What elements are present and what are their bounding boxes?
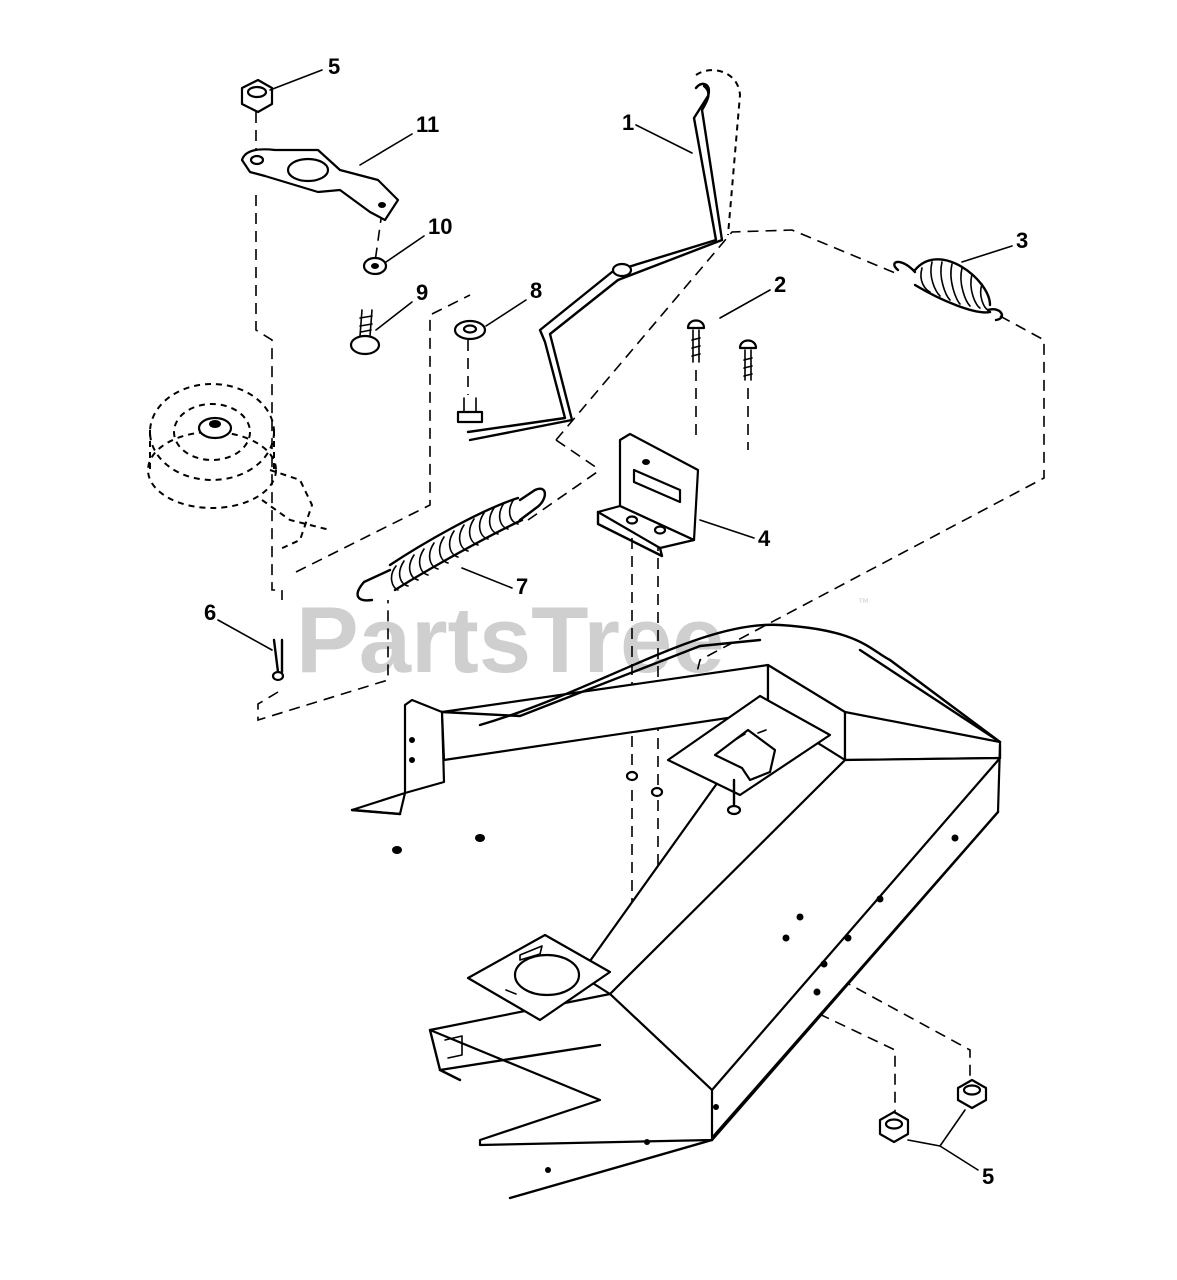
callout-7: 7 <box>516 574 528 599</box>
callout-6: 6 <box>204 600 216 625</box>
part-9-bolt <box>349 309 381 356</box>
callout-5-bottom: 5 <box>982 1164 994 1189</box>
part-6-cotter-pin <box>271 638 285 682</box>
part-7-extension-spring <box>356 487 547 602</box>
idler-pulley-reference <box>147 383 331 551</box>
watermark-text: PartsTree <box>296 587 725 692</box>
callout-2: 2 <box>774 272 786 297</box>
part-1-lever-rod <box>466 69 742 442</box>
part-2-carriage-bolts <box>686 319 758 381</box>
part-5-hex-nut-top <box>240 78 274 114</box>
callout-5-top: 5 <box>328 54 340 79</box>
part-10-washer <box>362 256 388 276</box>
callout-11: 11 <box>416 112 439 137</box>
callout-3: 3 <box>1016 228 1028 253</box>
callout-labels: 5 11 10 9 8 1 2 3 4 6 7 5 <box>204 54 1028 1189</box>
mower-frame <box>350 623 1002 1200</box>
callout-9: 9 <box>416 280 428 305</box>
part-11-idler-bracket <box>240 148 400 222</box>
watermark-trademark: ™ <box>858 597 869 609</box>
callout-8: 8 <box>530 278 542 303</box>
part-8-washer-bolt <box>453 319 487 424</box>
leader-lines <box>217 69 1013 1171</box>
callout-4: 4 <box>758 526 771 551</box>
callout-1: 1 <box>622 110 634 135</box>
part-5-hex-nut-bottom-left <box>878 1110 910 1144</box>
part-3-extension-spring <box>893 258 1004 322</box>
callout-10: 10 <box>428 214 452 239</box>
assembly-lines <box>255 112 1045 1112</box>
part-5-hex-nut-bottom-right <box>956 1078 988 1110</box>
part-4-angle-bracket <box>596 432 700 558</box>
